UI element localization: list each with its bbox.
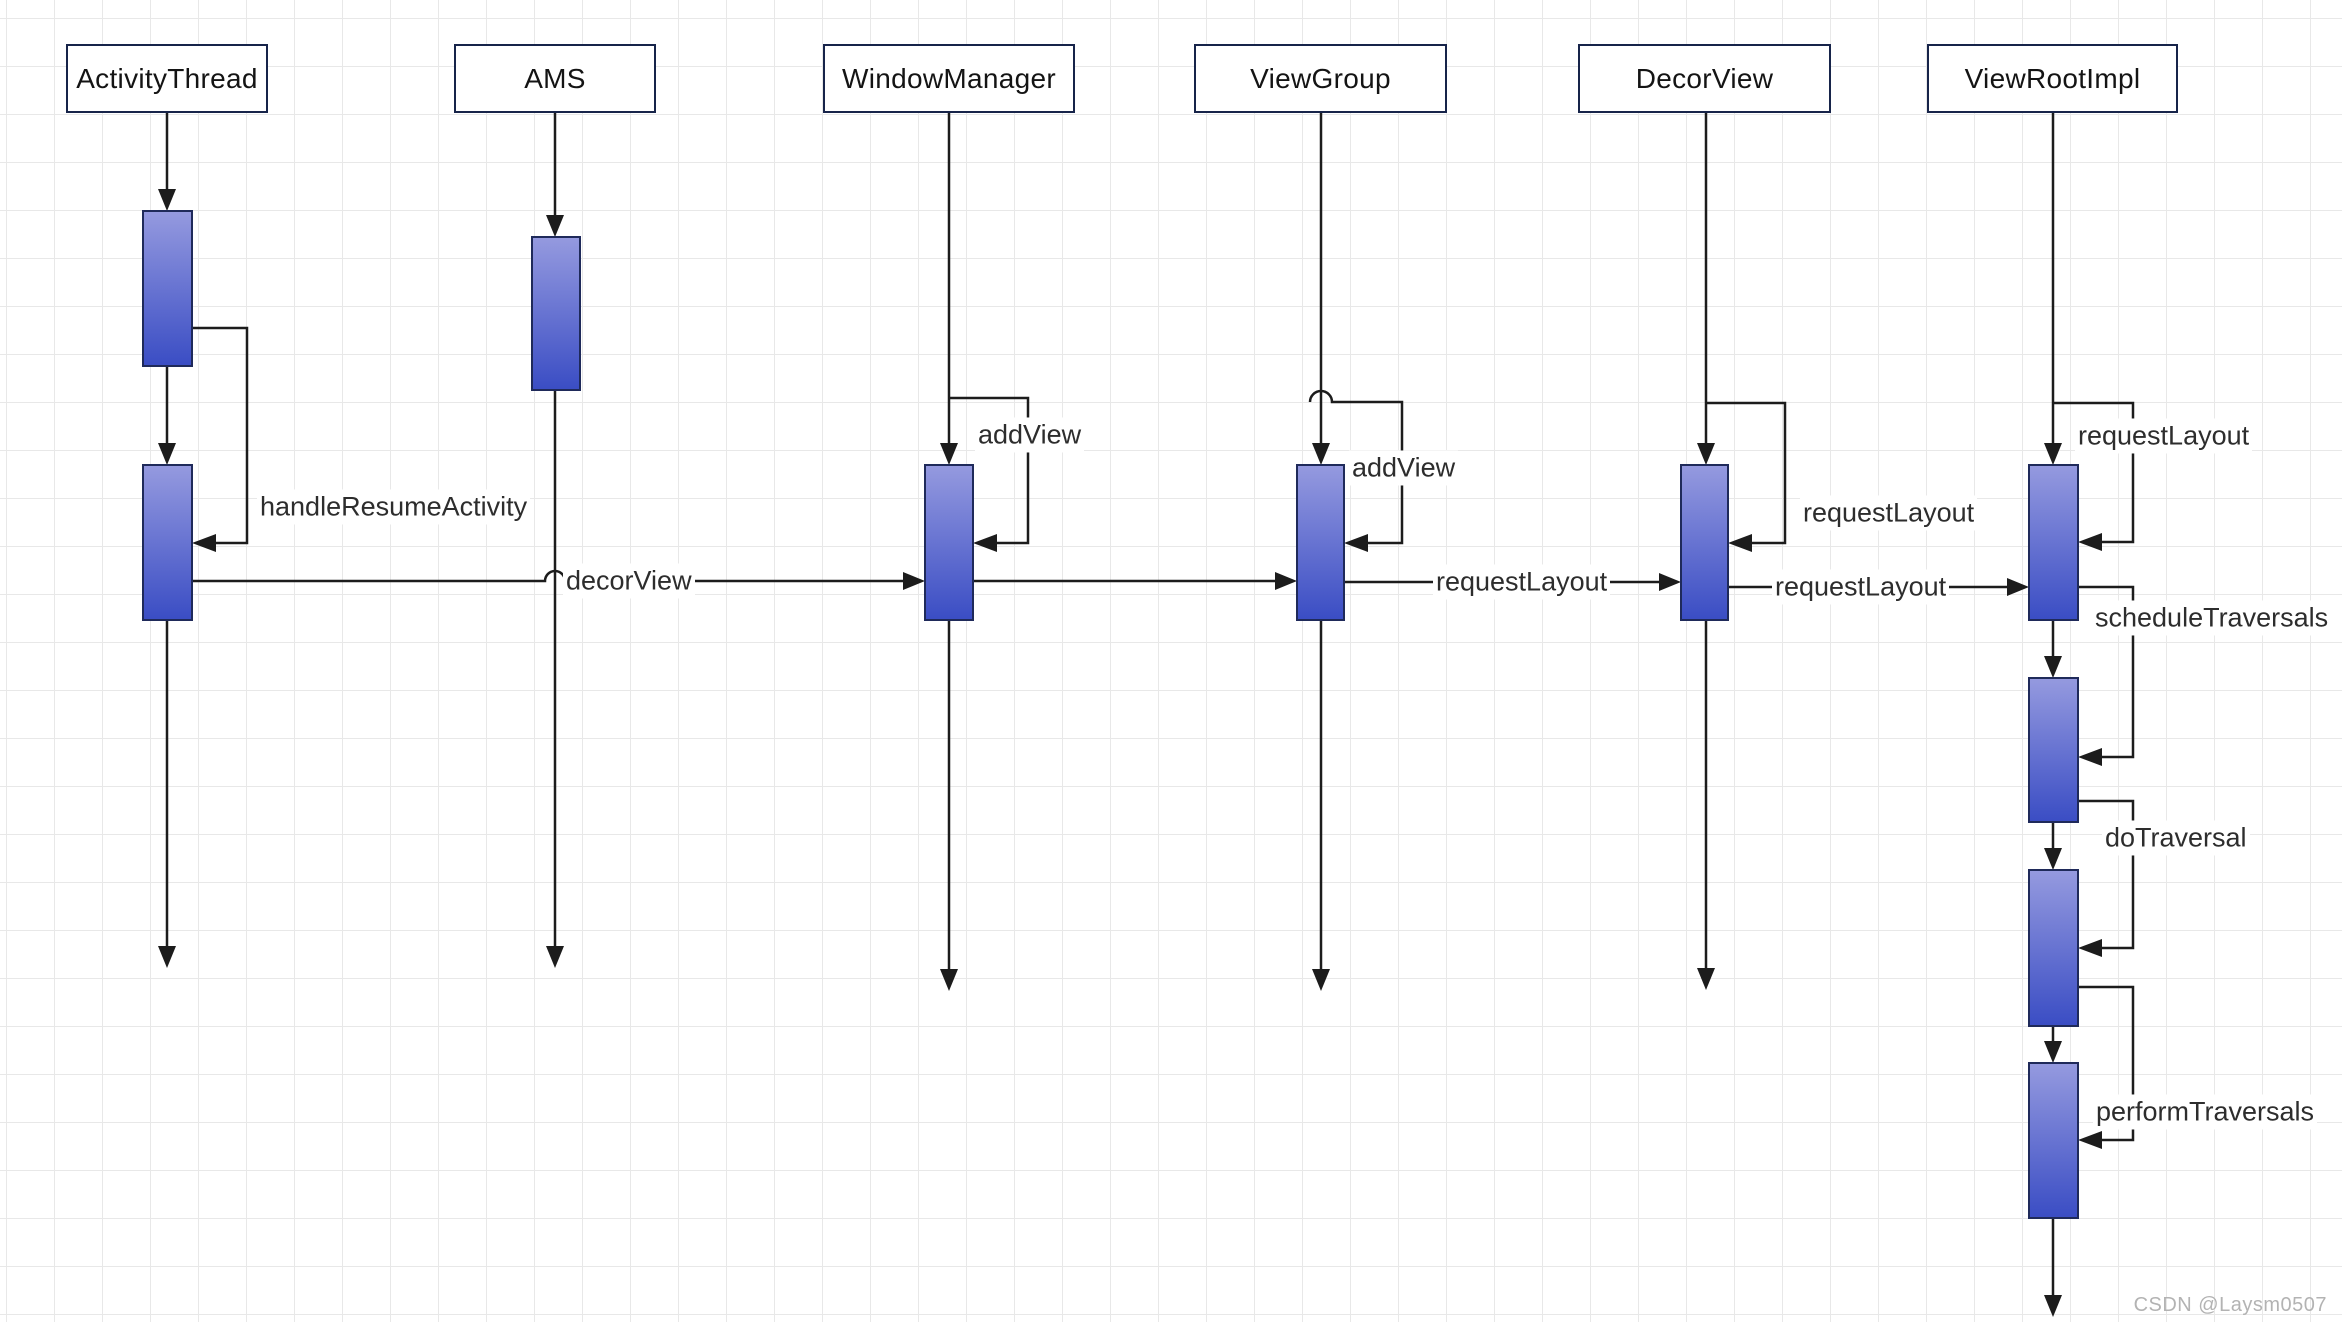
lifeline-decorview: [1697, 113, 1715, 990]
participant-box-decorview: DecorView: [1578, 44, 1831, 113]
self-message-addview-windowmanager: [949, 396, 1030, 552]
self-message-requestlayout-decorview: [1706, 401, 1787, 552]
message-decorview-line: [192, 569, 925, 590]
activation-bar-activitythread-1: [142, 210, 193, 367]
activation-bar-viewgroup: [1296, 464, 1345, 621]
message-label-performtraversals: performTraversals: [2093, 1094, 2318, 1130]
participant-box-ams: AMS: [454, 44, 656, 113]
activation-bar-decorview: [1680, 464, 1729, 621]
participant-label: ActivityThread: [76, 62, 258, 94]
participant-label: ViewGroup: [1250, 62, 1391, 94]
activation-bar-viewrootimpl-2: [2028, 677, 2079, 823]
participant-label: ViewRootImpl: [1964, 62, 2141, 94]
lifeline-viewgroup: [1312, 113, 1330, 991]
csdn-watermark: CSDN @Laysm0507: [2133, 1294, 2327, 1316]
message-label-scheduletraversals: scheduleTraversals: [2092, 600, 2332, 636]
self-message-addview-viewgroup: [1308, 389, 1404, 552]
message-label-addview-viewgroup: addView: [1349, 450, 1459, 486]
participant-label: DecorView: [1635, 62, 1774, 94]
activation-bar-activitythread-2: [142, 464, 193, 621]
activation-bar-ams: [531, 236, 581, 391]
activation-bar-viewrootimpl-1: [2028, 464, 2079, 621]
activation-bar-viewrootimpl-4: [2028, 1062, 2079, 1219]
lifeline-windowmanager: [940, 113, 958, 991]
participant-box-viewgroup: ViewGroup: [1194, 44, 1447, 113]
self-message-performtraversals: [2078, 985, 2135, 1149]
self-message-handleresumeactivity: [192, 326, 249, 552]
lifeline-ams: [546, 113, 564, 968]
message-label-dotraversal: doTraversal: [2102, 820, 2250, 856]
participant-box-viewrootimpl: ViewRootImpl: [1927, 44, 2178, 113]
message-label-requestlayout-decorview-self: requestLayout: [1800, 495, 1978, 531]
message-label-addview-windowmanager: addView: [975, 417, 1085, 453]
message-label-handleresumeactivity: handleResumeActivity: [257, 489, 531, 525]
lifeline-activitythread: [158, 113, 176, 968]
activation-bar-viewrootimpl-3: [2028, 869, 2079, 1027]
self-message-requestlayout-viewrootimpl: [2053, 401, 2135, 551]
message-label-decorview: decorView: [563, 563, 695, 599]
participant-box-windowmanager: WindowManager: [823, 44, 1075, 113]
activation-bar-windowmanager: [924, 464, 974, 621]
self-message-scheduletraversals: [2078, 585, 2135, 766]
participant-box-activitythread: ActivityThread: [66, 44, 268, 113]
participant-label: WindowManager: [842, 62, 1056, 94]
participant-label: AMS: [524, 62, 586, 94]
lifeline-viewrootimpl: [2044, 113, 2062, 1317]
self-message-dotraversal: [2078, 799, 2135, 957]
message-label-requestlayout-viewgroup-decorview: requestLayout: [1433, 564, 1611, 600]
message-label-requestlayout-decorview-viewrootimpl: requestLayout: [1772, 569, 1950, 605]
message-windowmanager-viewgroup-line: [973, 572, 1297, 590]
message-label-requestlayout-viewrootimpl-self: requestLayout: [2075, 418, 2253, 454]
